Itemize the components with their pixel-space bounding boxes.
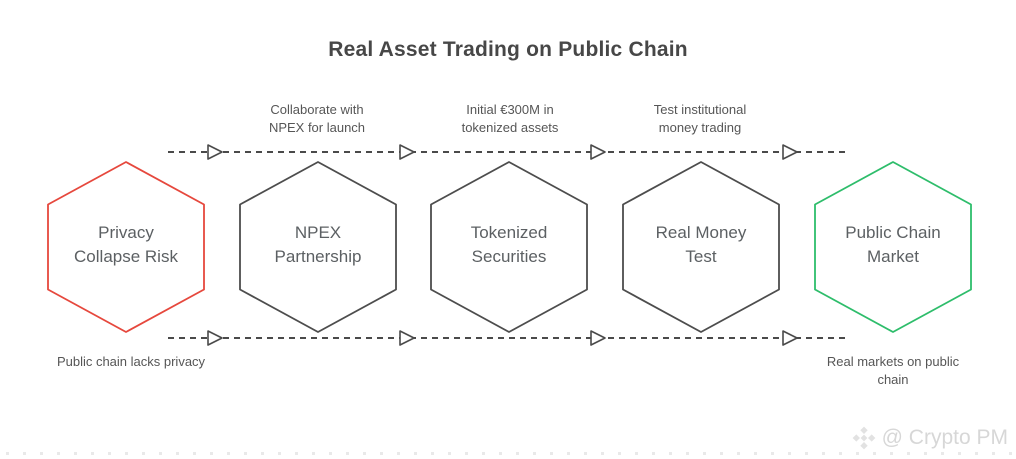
page-title: Real Asset Trading on Public Chain <box>328 38 688 61</box>
arrowhead-icon <box>207 330 223 346</box>
diamond-logo-icon <box>852 426 876 450</box>
arrowhead-icon <box>399 330 415 346</box>
hexagon-label-public-chain-market: Public Chain Market <box>845 223 941 266</box>
hexagon-label-privacy-collapse-risk: Privacy Collapse Risk <box>74 223 178 266</box>
arrowhead-icon <box>590 144 606 160</box>
arrowhead-icon <box>399 144 415 160</box>
hexagon-label-tokenized-securities: Tokenized Securities <box>470 223 548 266</box>
arrowhead-icon <box>590 330 606 346</box>
arrowhead-icon <box>782 330 798 346</box>
hexagon-label-npex-partnership: NPEX Partnership <box>274 223 362 266</box>
watermark-text: @ Crypto PM <box>881 426 1008 449</box>
annotation-public-chain-lacks-privacy: Public chain lacks privacy <box>56 354 206 369</box>
hexagon-privacy-collapse-risk <box>47 161 205 333</box>
arrowhead-icon <box>207 144 223 160</box>
hexagon-npex-partnership <box>239 161 397 333</box>
bottom-dotted-divider <box>6 452 1016 455</box>
hexagon-public-chain-market <box>814 161 972 333</box>
arrowhead-icon <box>782 144 798 160</box>
annotation-collaborate-npex: Collaborate with NPEX for launch <box>268 102 366 135</box>
annotation-initial-300m: Initial €300M in tokenized assets <box>461 102 559 135</box>
watermark: @ Crypto PM <box>851 425 1008 451</box>
annotation-test-institutional: Test institutional money trading <box>653 102 747 135</box>
hexagon-tokenized-securities <box>430 161 588 333</box>
annotation-real-markets-on-public-chain: Real markets on public chain <box>826 354 960 387</box>
hexagon-real-money-test <box>622 161 780 333</box>
hexagon-label-real-money-test: Real Money Test <box>655 223 747 266</box>
